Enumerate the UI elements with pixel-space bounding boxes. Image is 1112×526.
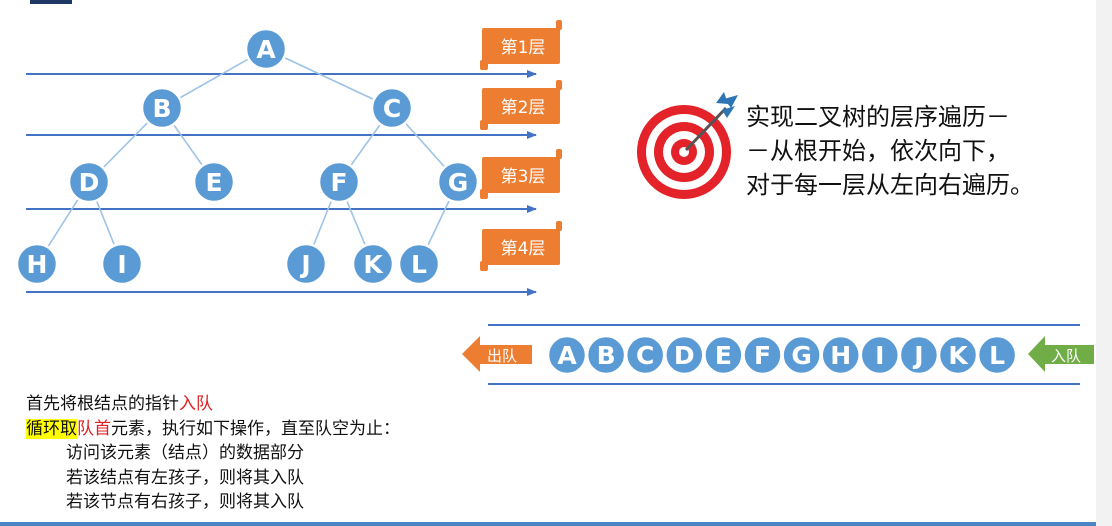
queue-item-k: K xyxy=(937,334,979,376)
edge-A-C xyxy=(265,48,393,109)
queue-item-g: G xyxy=(781,334,822,376)
tree-node-label: C xyxy=(383,94,401,123)
queue-item-label: E xyxy=(715,341,732,370)
queue-item-label: F xyxy=(754,341,771,370)
tree-node-d: D xyxy=(67,160,111,204)
dequeue-label: 出队 xyxy=(487,347,517,365)
algorithm-description: 首先将根结点的指针入队 循环取队首元素，执行如下操作，直至队空为止： 访问该元素… xyxy=(26,392,546,515)
queue-item-h: H xyxy=(820,334,861,376)
algorithm-line-2: 循环取队首元素，执行如下操作，直至队空为止： xyxy=(26,417,546,442)
level-tag-2: 第2层 xyxy=(480,80,562,130)
queue-item-label: L xyxy=(989,341,1005,370)
enqueue-arrow: 入队 xyxy=(1028,336,1094,372)
level-tag-label: 第1层 xyxy=(501,38,546,58)
target-text-line-1: 实现二叉树的层序遍历－ xyxy=(746,103,1010,131)
queue-item-e: E xyxy=(703,334,744,376)
tree-node-label: K xyxy=(363,250,384,279)
slide-bottom-edge xyxy=(0,522,1096,526)
target-text-line-3: 对于每一层从左向右遍历。 xyxy=(746,171,1034,199)
enqueue-label: 入队 xyxy=(1051,347,1081,365)
level-tag-label: 第2层 xyxy=(501,98,546,118)
target-text-line-2: －从根开始，依次向下， xyxy=(746,137,1010,165)
tree-node-label: A xyxy=(256,35,276,64)
queue-item-label: D xyxy=(674,341,695,370)
queue-item-a: A xyxy=(546,334,588,376)
target-icon xyxy=(637,92,738,199)
level-tag-4: 第4层 xyxy=(480,221,562,271)
algorithm-step-1: 访问该元素（结点）的数据部分 xyxy=(66,443,304,463)
tree-edges xyxy=(36,48,459,265)
level-tag-3: 第3层 xyxy=(480,149,562,199)
queue-item-d: D xyxy=(664,334,705,376)
corner-mark xyxy=(30,0,72,4)
tree-node-label: L xyxy=(411,250,427,279)
line1-prefix: 首先将根结点的指针 xyxy=(26,394,179,414)
queue-item-j: J xyxy=(898,334,940,376)
tree-node-label: G xyxy=(448,168,469,197)
tree-node-b: B xyxy=(140,86,184,130)
queue-item-label: K xyxy=(948,341,969,370)
algorithm-step-3: 若该节点有右孩子，则将其入队 xyxy=(66,492,304,512)
tree-node-l: L xyxy=(397,242,441,286)
tree-node-label: F xyxy=(330,168,347,197)
line2-rest: 元素，执行如下操作，直至队空为止： xyxy=(111,418,400,439)
tree-node-label: J xyxy=(299,250,310,279)
tree-node-h: H xyxy=(15,242,59,286)
queue-item-label: I xyxy=(875,341,884,370)
tree-node-k: K xyxy=(351,242,395,286)
queue-item-label: C xyxy=(636,341,654,370)
queue-item-label: B xyxy=(597,341,616,370)
tree-node-label: E xyxy=(205,168,222,197)
queue-item-label: H xyxy=(830,341,851,370)
level-tag-1: 第1层 xyxy=(480,20,562,70)
target-description: 实现二叉树的层序遍历－ －从根开始，依次向下， 对于每一层从左向右遍历。 xyxy=(746,100,1086,202)
queue-item-l: L xyxy=(976,334,1018,376)
tree-node-a: A xyxy=(244,27,288,71)
line2-red: 队首 xyxy=(77,418,111,439)
slide-right-edge xyxy=(1096,0,1112,526)
tree-node-label: I xyxy=(117,250,126,279)
queue-item-f: F xyxy=(742,334,783,376)
tree-node-i: I xyxy=(100,242,144,286)
level-lines xyxy=(26,70,537,296)
queue-item-label: A xyxy=(557,341,577,370)
algorithm-step-2: 若该结点有左孩子，则将其入队 xyxy=(66,467,304,488)
queue-item-c: C xyxy=(624,334,666,376)
tree-node-f: F xyxy=(317,160,361,204)
tree-node-label: H xyxy=(27,250,48,279)
queue-item-label: G xyxy=(791,341,812,370)
dequeue-arrow: 出队 xyxy=(462,336,532,372)
tree-node-j: J xyxy=(284,242,328,286)
level-tag-label: 第3层 xyxy=(501,167,546,187)
queue-item-i: I xyxy=(859,334,901,376)
tree-node-label: D xyxy=(79,168,100,197)
line1-red: 入队 xyxy=(179,394,213,414)
tree-node-e: E xyxy=(192,160,236,204)
level-tag-label: 第4层 xyxy=(501,239,546,259)
queue-item-b: B xyxy=(585,334,627,376)
tree-node-label: B xyxy=(152,94,171,123)
tree-node-g: G xyxy=(436,160,480,204)
line2-highlight: 循环取 xyxy=(26,418,77,439)
queue-item-label: J xyxy=(912,341,923,370)
tree-node-c: C xyxy=(370,86,414,130)
algorithm-line-1: 首先将根结点的指针入队 xyxy=(26,392,546,417)
